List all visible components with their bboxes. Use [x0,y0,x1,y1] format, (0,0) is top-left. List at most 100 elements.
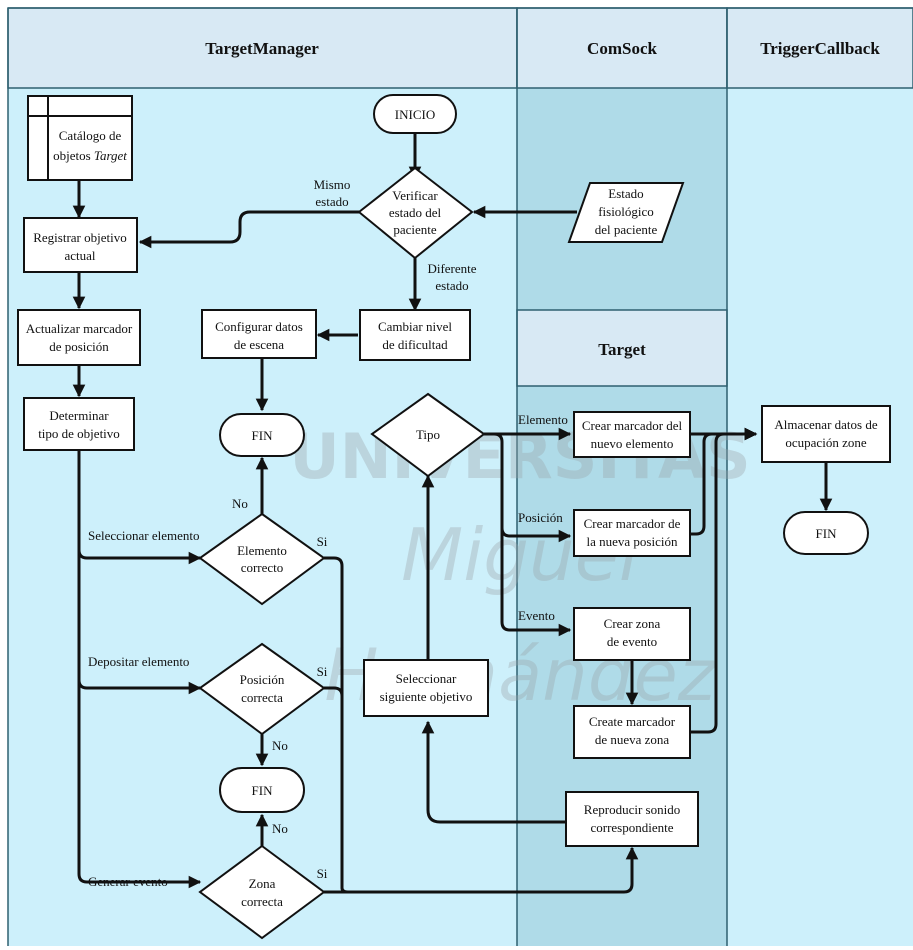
svg-text:Zona: Zona [249,876,276,891]
svg-text:Reproducir sonido: Reproducir sonido [584,802,680,817]
svg-text:Elemento: Elemento [237,543,287,558]
svg-text:Verificar: Verificar [392,188,438,203]
node-fin-trigger: FIN [783,511,869,555]
svg-text:Actualizar marcador: Actualizar marcador [26,321,133,336]
header-target [516,309,728,387]
svg-text:Crear zona: Crear zona [604,616,661,631]
node-crear-marcador-posicion: Crear marcador de la nueva posición [573,509,691,557]
label-evento: Evento [518,608,555,623]
edge-posicion-almacenar [690,427,758,536]
svg-text:tipo de objetivo: tipo de objetivo [38,426,120,441]
label-si-elemento: Si [317,534,328,549]
node-almacenar-datos: Almacenar datos de ocupación zone [761,405,891,463]
edge-zona-reproducir [324,846,639,894]
svg-text:Estado: Estado [608,186,643,201]
edge-create-almacenar [690,427,758,734]
node-crear-zona: Crear zona de evento [573,607,691,661]
svg-text:Crear marcador de: Crear marcador de [584,516,681,531]
node-zona-correcta: Zona correcta [198,844,326,940]
svg-text:correcta: correcta [241,894,283,909]
svg-text:Create marcador: Create marcador [589,714,676,729]
node-reproducir-sonido: Reproducir sonido correspondiente [565,791,699,847]
node-fin-2: FIN [219,767,305,813]
node-create-marcador-zona: Create marcador de nueva zona [573,705,691,759]
svg-text:la nueva posición: la nueva posición [587,534,678,549]
svg-text:estado del: estado del [389,205,442,220]
node-actualizar-marcador: Actualizar marcador de posición [17,309,141,366]
svg-text:nuevo elemento: nuevo elemento [591,436,674,451]
label-diferente-estado-2: estado [435,278,468,293]
svg-text:Seleccionar: Seleccionar [396,671,457,686]
edge-si-posicion [324,686,344,697]
node-determinar-tipo: Determinar tipo de objetivo [23,397,135,451]
svg-text:Catálogo de: Catálogo de [59,128,122,143]
svg-text:correcto: correcto [241,560,284,575]
svg-text:correcta: correcta [241,690,283,705]
node-registrar-objetivo: Registrar objetivo actual [23,217,138,273]
svg-text:INICIO: INICIO [395,107,435,122]
svg-text:objetos Target: objetos Target [53,148,127,163]
svg-text:de dificultad: de dificultad [382,337,448,352]
label-mismo-estado: Mismo [314,177,351,192]
svg-text:FIN: FIN [816,526,838,541]
label-diferente-estado: Diferente [427,261,476,276]
edge-spine-elemento [77,549,202,565]
node-posicion-correcta: Posición correcta [198,642,326,736]
label-elemento: Elemento [518,412,568,427]
label-posicion: Posición [518,510,563,525]
svg-text:Registrar objetivo: Registrar objetivo [33,230,127,245]
edge-verificar-registrar [138,210,359,249]
label-si-zona: Si [317,866,328,881]
svg-text:Configurar datos: Configurar datos [215,319,303,334]
edges [72,133,833,894]
svg-text:FIN: FIN [252,428,274,443]
svg-text:siguiente objetivo: siguiente objetivo [380,689,473,704]
label-seleccionar-elemento: Seleccionar elemento [88,528,200,543]
svg-text:fisiológico: fisiológico [598,204,654,219]
lane-title-target: Target [598,340,646,359]
svg-text:de escena: de escena [234,337,284,352]
svg-text:Determinar: Determinar [49,408,109,423]
svg-text:actual: actual [64,248,95,263]
node-fin-1: FIN [219,413,305,457]
node-configurar-datos: Configurar datos de escena [201,309,317,359]
label-no-elemento: No [232,496,248,511]
svg-text:de posición: de posición [49,339,109,354]
svg-text:Tipo: Tipo [416,427,440,442]
header-triggercallback [726,7,913,89]
svg-text:Crear marcador del: Crear marcador del [582,418,683,433]
node-elemento-correcto: Elemento correcto [198,512,326,606]
node-cambiar-nivel: Cambiar nivel de dificultad [359,309,471,361]
lane-title-comsock: ComSock [587,39,657,58]
svg-text:ocupación zone: ocupación zone [785,435,866,450]
node-estado-fisiologico: Estado fisiológico del paciente [567,182,685,243]
label-mismo-estado-2: estado [315,194,348,209]
lane-title-targetmanager: TargetManager [205,39,319,58]
lane-target-bg [517,386,727,946]
label-generar-evento: Generar evento [88,874,168,889]
svg-text:correspondiente: correspondiente [590,820,673,835]
label-no-posicion: No [272,738,288,753]
svg-text:Posición: Posición [240,672,285,687]
svg-text:del paciente: del paciente [595,222,658,237]
edge-labels: Mismo estado Diferente estado No Si Sele… [88,177,568,889]
label-depositar-elemento: Depositar elemento [88,654,189,669]
svg-text:de nueva zona: de nueva zona [595,732,670,747]
node-tipo: Tipo [370,392,486,478]
edge-main-spine [77,450,202,889]
node-catalogo-objetos: Catálogo de objetos Target [27,95,133,181]
edge-reproducir-seleccionar [421,720,566,824]
label-no-zona: No [272,821,288,836]
svg-text:Cambiar nivel: Cambiar nivel [378,319,452,334]
node-seleccionar-siguiente: Seleccionar siguiente objetivo [363,659,489,717]
label-si-posicion: Si [317,664,328,679]
edge-spine-posicion [77,679,202,695]
node-crear-marcador-elemento: Crear marcador del nuevo elemento [573,411,691,458]
edge-branch-posicion [500,527,572,543]
svg-text:paciente: paciente [393,222,437,237]
node-verificar-estado: Verificar estado del paciente [357,166,474,260]
lane-title-triggercallback: TriggerCallback [760,39,880,58]
svg-text:FIN: FIN [252,783,274,798]
node-inicio: INICIO [373,94,457,134]
